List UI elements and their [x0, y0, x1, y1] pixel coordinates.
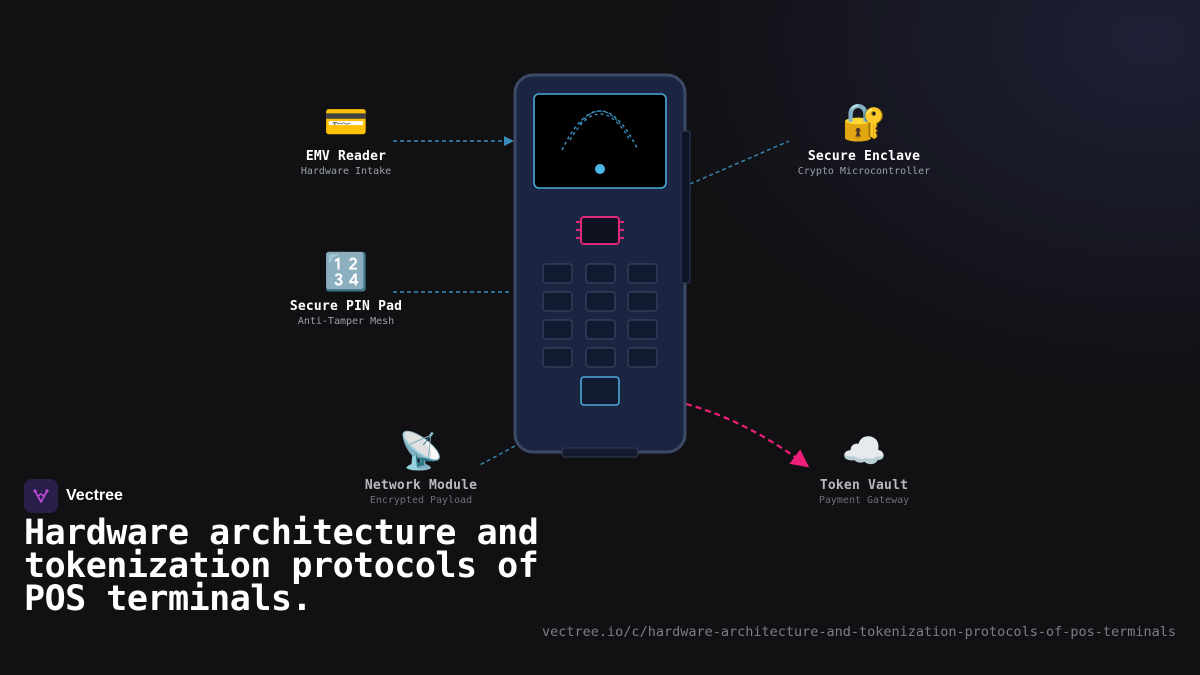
keypad-key — [542, 347, 573, 368]
keypad-key — [542, 263, 573, 284]
confirm-key — [580, 376, 620, 406]
keypad — [542, 263, 658, 368]
keypad-key — [542, 291, 573, 312]
cloud-icon: ☁️ — [841, 431, 887, 472]
keypad-key — [585, 347, 616, 368]
vectree-logo-icon — [24, 479, 58, 513]
contactless-wave-inner — [579, 110, 621, 125]
keypad-key — [627, 263, 658, 284]
network-module-subtitle: Encrypted Payload — [369, 495, 473, 506]
secure-enclave-title: Secure Enclave — [807, 149, 921, 164]
secure-enclave-node: 🔐 Secure Enclave Crypto Microcontroller — [764, 101, 964, 177]
secure-enclave-subtitle: Crypto Microcontroller — [797, 166, 931, 177]
secure-pin-pad-node: 🔢 Secure PIN Pad Anti-Tamper Mesh — [246, 251, 446, 327]
network-module-title: Network Module — [364, 478, 478, 493]
token-vault-arrow — [685, 402, 810, 468]
emv-reader-subtitle: Hardware Intake — [300, 166, 392, 177]
keypad-key — [627, 291, 658, 312]
token-vault-node: ☁️ Token Vault Payment Gateway — [764, 430, 964, 506]
network-module-node: 📡 Network Module Encrypted Payload — [321, 430, 521, 506]
enclave-connector — [689, 140, 790, 185]
emv-reader-title: EMV Reader — [305, 149, 387, 164]
token-vault-subtitle: Payment Gateway — [818, 495, 910, 506]
token-vault-title: Token Vault — [819, 478, 909, 493]
network-connector — [477, 445, 516, 467]
lock-with-key-icon: 🔐 — [841, 102, 887, 143]
device-screen — [533, 93, 667, 189]
number-keypad-icon: 🔢 — [323, 252, 369, 293]
nfc-indicator — [595, 164, 605, 174]
keypad-key — [585, 263, 616, 284]
brand-name: Vectree — [66, 487, 123, 504]
keypad-key — [627, 347, 658, 368]
keypad-key — [542, 319, 573, 340]
brand[interactable]: Vectree — [24, 479, 123, 513]
secure-pin-pad-title: Secure PIN Pad — [289, 299, 403, 314]
keypad-key — [585, 291, 616, 312]
credit-card-icon: 💳 — [323, 102, 369, 143]
pos-terminal-device — [513, 73, 691, 458]
card-slot — [680, 130, 691, 284]
keypad-key — [585, 319, 616, 340]
page-url-link[interactable]: vectree.io/c/hardware-architecture-and-t… — [542, 624, 1176, 640]
emv-reader-node: 💳 EMV Reader Hardware Intake — [246, 101, 446, 177]
secure-pin-pad-subtitle: Anti-Tamper Mesh — [297, 316, 395, 327]
keypad-key — [627, 319, 658, 340]
secure-chip-icon — [576, 216, 624, 245]
device-base — [561, 447, 639, 458]
satellite-dish-icon: 📡 — [398, 431, 444, 472]
page-title: Hardware architecture and tokenization p… — [24, 513, 539, 619]
